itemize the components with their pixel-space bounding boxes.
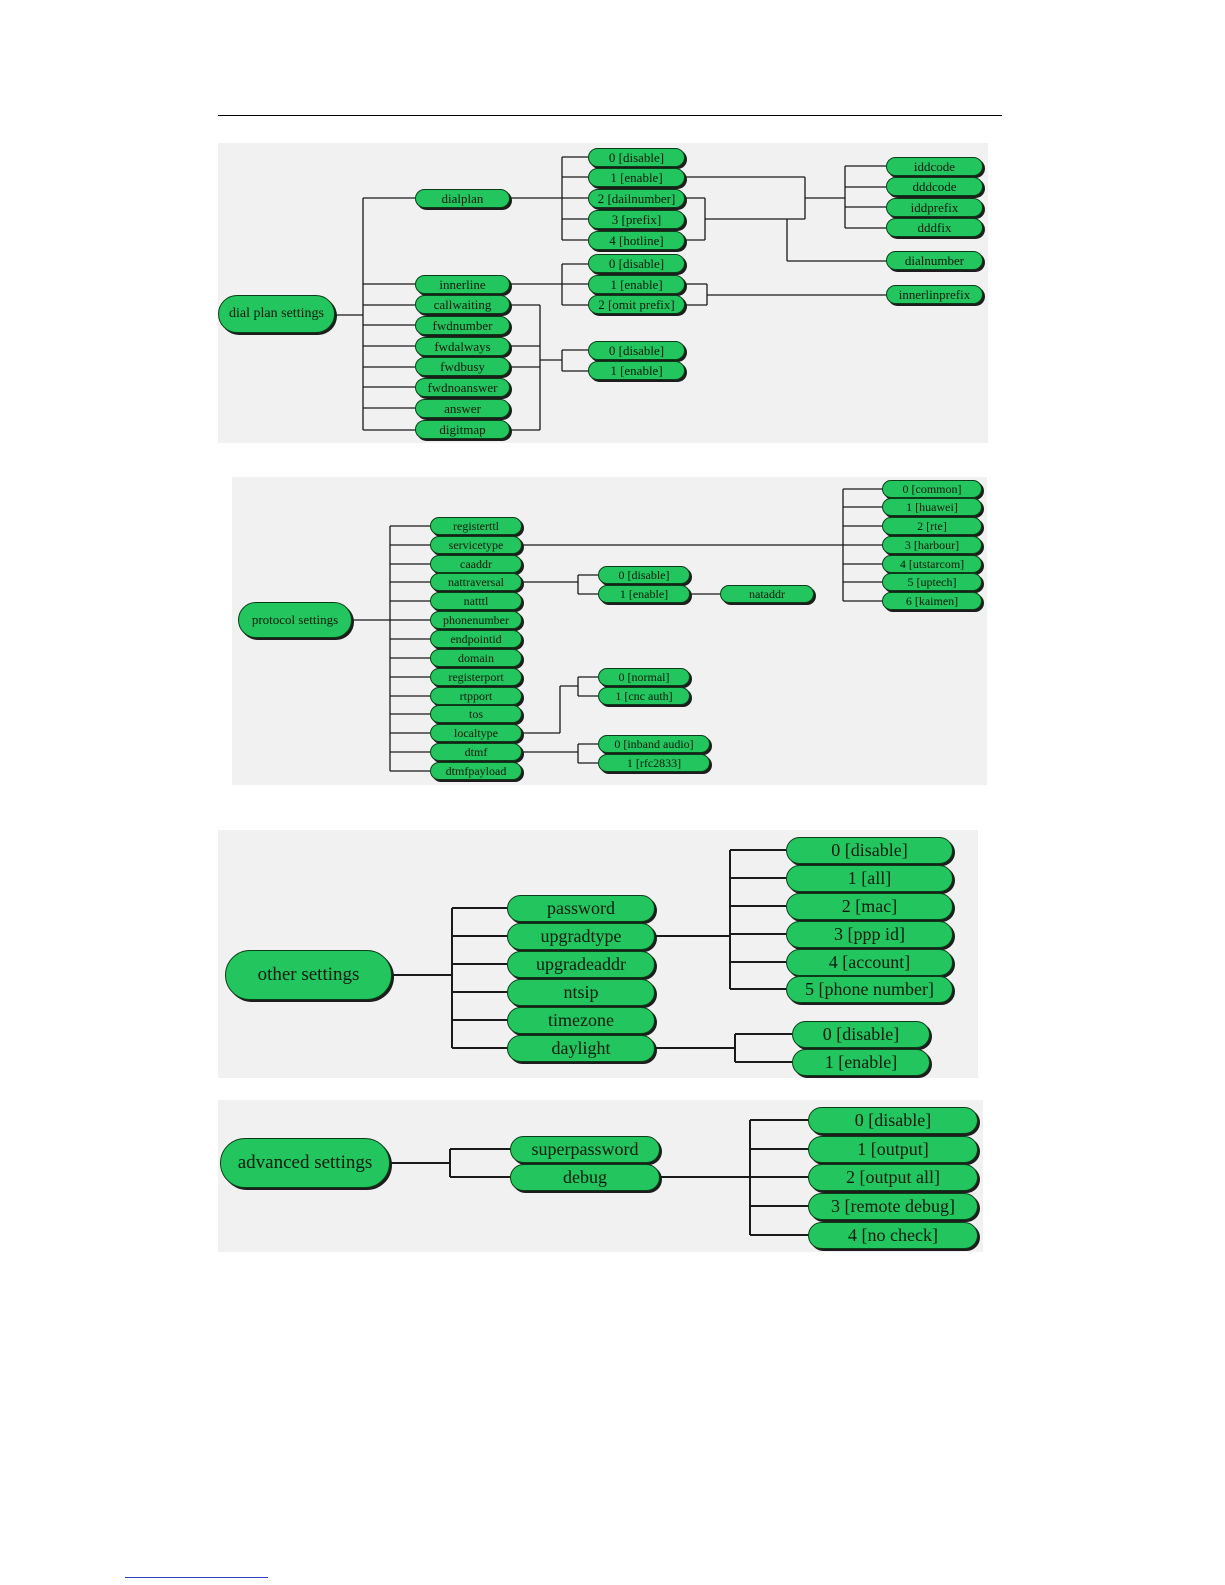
servicetype-option-2: 2 [rte] xyxy=(882,517,982,535)
protocol-panel xyxy=(232,477,987,785)
dial-item-answer: answer xyxy=(415,399,510,418)
nataddr-node: nataddr xyxy=(720,585,814,603)
advanced-item-debug: debug xyxy=(510,1164,660,1191)
toggle-option-1: 1 [enable] xyxy=(588,361,685,380)
dial-item-callwaiting: callwaiting xyxy=(415,295,510,314)
other-item-password: password xyxy=(507,895,655,922)
dial-plan-settings-root: dial plan settings xyxy=(218,295,335,333)
other-item-upgradeaddr: upgradeaddr xyxy=(507,951,655,978)
protocol-item-domain: domain xyxy=(430,649,522,667)
daylight-option-1: 1 [enable] xyxy=(792,1049,930,1076)
footnote-rule xyxy=(125,1577,268,1578)
daylight-option-0: 0 [disable] xyxy=(792,1021,930,1048)
protocol-item-dtmf: dtmf xyxy=(430,743,522,761)
protocol-item-phonenumber: phonenumber xyxy=(430,611,522,629)
protocol-settings-root: protocol settings xyxy=(238,602,352,638)
dial-item-innerline: innerline xyxy=(415,275,510,294)
dial-item-fwdnoanswer: fwdnoanswer xyxy=(415,378,510,397)
servicetype-option-5: 5 [uptech] xyxy=(882,573,982,591)
dialnumber-node: dialnumber xyxy=(886,251,983,270)
innerlinprefix-node: innerlinprefix xyxy=(886,285,983,304)
other-item-upgradtype: upgradtype xyxy=(507,923,655,950)
debug-option-4: 4 [no check] xyxy=(808,1222,978,1249)
protocol-item-localtype: localtype xyxy=(430,724,522,742)
innerline-option-2: 2 [omit prefix] xyxy=(588,295,685,314)
nat-option-0: 0 [disable] xyxy=(598,566,690,584)
dialplan-option-2: 2 [dailnumber] xyxy=(588,189,685,208)
protocol-item-dtmfpayload: dtmfpayload xyxy=(430,762,522,780)
protocol-item-endpointid: endpointid xyxy=(430,630,522,648)
dialplan-option-0: 0 [disable] xyxy=(588,148,685,167)
dtmf-option-1: 1 [rfc2833] xyxy=(598,754,710,772)
debug-option-0: 0 [disable] xyxy=(808,1107,978,1134)
protocol-item-tos: tos xyxy=(430,705,522,723)
advanced-settings-root: advanced settings xyxy=(220,1138,390,1188)
protocol-item-registerport: registerport xyxy=(430,668,522,686)
dialplan-option-3: 3 [prefix] xyxy=(588,210,685,229)
toggle-option-0: 0 [disable] xyxy=(588,341,685,360)
dialplan-option-4: 4 [hotline] xyxy=(588,231,685,250)
dial-item-fwdalways: fwdalways xyxy=(415,337,510,356)
other-settings-root: other settings xyxy=(225,950,392,1000)
innerline-option-1: 1 [enable] xyxy=(588,275,685,294)
other-item-timezone: timezone xyxy=(507,1007,655,1034)
prefix-field-iddprefix: iddprefix xyxy=(886,198,983,217)
upgrade-option-5: 5 [phone number] xyxy=(786,976,953,1003)
dtmf-option-0: 0 [inband audio] xyxy=(598,735,710,753)
prefix-field-iddcode: iddcode xyxy=(886,157,983,176)
upgrade-option-3: 3 [ppp id] xyxy=(786,921,953,948)
upgrade-option-2: 2 [mac] xyxy=(786,893,953,920)
protocol-item-caaddr: caaddr xyxy=(430,555,522,573)
dialplan-option-1: 1 [enable] xyxy=(588,168,685,187)
nat-option-1: 1 [enable] xyxy=(598,585,690,603)
dial-item-digitmap: digitmap xyxy=(415,420,510,439)
dial-item-dialplan: dialplan xyxy=(415,189,510,208)
upgrade-option-4: 4 [account] xyxy=(786,949,953,976)
prefix-field-dddfix: dddfix xyxy=(886,218,983,237)
advanced-item-superpassword: superpassword xyxy=(510,1136,660,1163)
other-item-daylight: daylight xyxy=(507,1035,655,1062)
servicetype-option-6: 6 [kaimen] xyxy=(882,592,982,610)
protocol-item-natttl: natttl xyxy=(430,592,522,610)
servicetype-option-1: 1 [huawei] xyxy=(882,498,982,516)
prefix-field-dddcode: dddcode xyxy=(886,177,983,196)
upgrade-option-0: 0 [disable] xyxy=(786,837,953,864)
dial-item-fwdnumber: fwdnumber xyxy=(415,316,510,335)
header-rule xyxy=(218,115,1002,116)
servicetype-option-4: 4 [utstarcom] xyxy=(882,555,982,573)
servicetype-option-0: 0 [common] xyxy=(882,480,982,498)
protocol-item-servicetype: servicetype xyxy=(430,536,522,554)
innerline-option-0: 0 [disable] xyxy=(588,254,685,273)
localtype-option-0: 0 [normal] xyxy=(598,668,690,686)
debug-option-3: 3 [remote debug] xyxy=(808,1193,978,1220)
protocol-item-rtpport: rtpport xyxy=(430,687,522,705)
servicetype-option-3: 3 [harbour] xyxy=(882,536,982,554)
debug-option-1: 1 [output] xyxy=(808,1136,978,1163)
protocol-item-registerttl: registerttl xyxy=(430,517,522,535)
dial-item-fwdbusy: fwdbusy xyxy=(415,357,510,376)
debug-option-2: 2 [output all] xyxy=(808,1164,978,1191)
protocol-item-nattraversal: nattraversal xyxy=(430,573,522,591)
other-item-ntsip: ntsip xyxy=(507,979,655,1006)
upgrade-option-1: 1 [all] xyxy=(786,865,953,892)
localtype-option-1: 1 [cnc auth] xyxy=(598,687,690,705)
